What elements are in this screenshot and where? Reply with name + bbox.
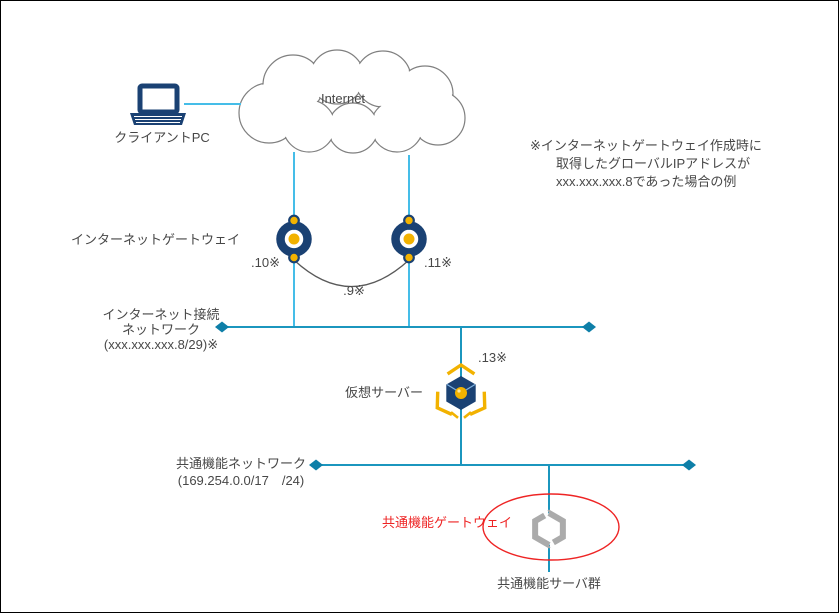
network-endpoint-diamond [309,459,323,471]
virtual-server-ip-label: .13※ [478,350,507,365]
common-gateway-label: 共通機能ゲートウェイ [381,515,512,530]
network-endpoint-diamond [682,459,696,471]
internet-network-label: インターネット接続 ネットワーク (xxx.xxx.xxx.8/29)※ [102,307,220,352]
common-network-label: 共通機能ネットワーク (169.254.0.0/17 /24) [175,456,307,488]
gateway-shared-ip-arc [293,259,410,288]
internet-gateway-icon-right [391,214,427,264]
client-pc-icon [130,83,186,125]
note-line: ※インターネットゲートウェイ作成時に [530,138,762,153]
network-endpoint-diamond [215,321,229,333]
common-servers-label: 共通機能サーバ群 [497,576,601,591]
gateway-left-ip-label: .10※ [251,255,280,270]
common-gateway-icon [532,509,566,549]
internet-gateway-label: インターネットゲートウェイ [70,232,240,247]
highlight-ellipse [482,493,620,561]
gateway-right-ip-label: .11※ [424,255,452,270]
network-endpoint-diamond [582,321,596,333]
virtual-server-icon [435,362,487,419]
virtual-server-label: 仮想サーバー [345,385,423,400]
note-line: 取得したグローバルIPアドレスが [556,156,751,171]
note-line: xxx.xxx.xxx.8であった場合の例 [556,174,737,189]
internet-gateway-icon-left [276,214,312,264]
internet-label: Internet [320,91,366,106]
client-pc-label: クライアントPC [114,130,210,145]
note-text: ※インターネットゲートウェイ作成時に 取得したグローバルIPアドレスが xxx.… [530,137,762,191]
gateway-shared-ip-label: .9※ [343,283,365,298]
internet-cloud-shape [238,49,466,154]
